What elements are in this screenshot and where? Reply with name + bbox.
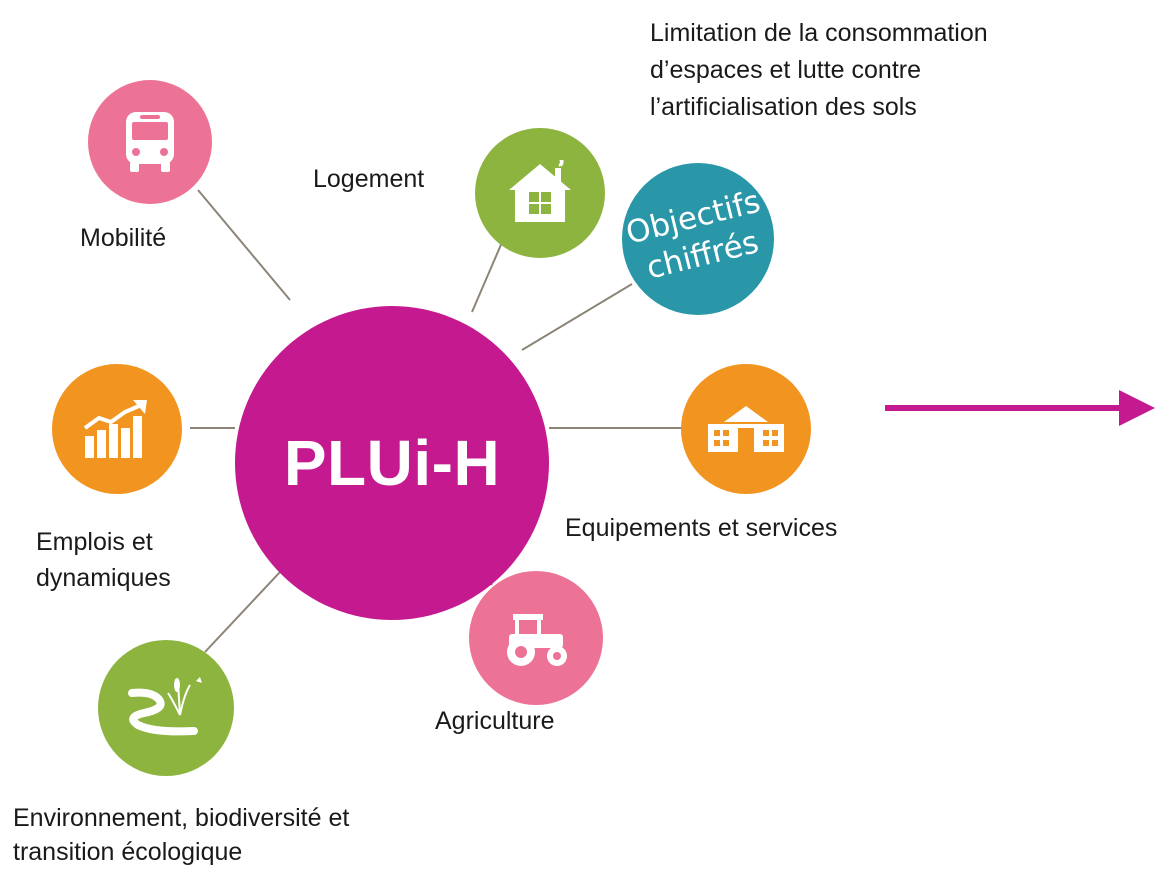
link-mobilite	[197, 189, 291, 301]
right-arrow-icon	[885, 390, 1155, 426]
note-consommation-espaces: Limitation de la consommation d’espaces …	[650, 19, 988, 121]
label-agriculture: Agriculture	[435, 707, 555, 735]
bus-icon	[126, 112, 174, 172]
node-objectifs-chiffres: Objectifs chiffrés	[622, 163, 774, 315]
link-objectifs	[521, 283, 633, 351]
node-equipements	[681, 364, 811, 494]
node-agriculture	[469, 571, 603, 705]
center-node-pluih: PLUi-H	[235, 306, 549, 620]
label-mobilite: Mobilité	[80, 224, 167, 252]
public-building-icon	[708, 406, 784, 452]
label-logement: Logement	[313, 165, 425, 193]
node-environnement	[98, 640, 234, 776]
label-environnement: Environnement, biodiversité et transitio…	[13, 804, 350, 866]
house-icon	[509, 160, 571, 222]
node-mobilite	[88, 80, 212, 204]
tractor-icon	[507, 614, 567, 666]
node-logement	[475, 128, 605, 258]
label-equipements: Equipements et services	[565, 514, 838, 542]
river-plant-icon	[128, 677, 202, 736]
center-title: PLUi-H	[283, 427, 501, 499]
label-emplois: Emplois et dynamiques	[36, 528, 171, 592]
objectifs-label: Objectifs chiffrés	[622, 183, 764, 287]
node-emplois	[52, 364, 182, 494]
growth-chart-icon	[83, 400, 147, 458]
link-logement	[471, 239, 504, 313]
